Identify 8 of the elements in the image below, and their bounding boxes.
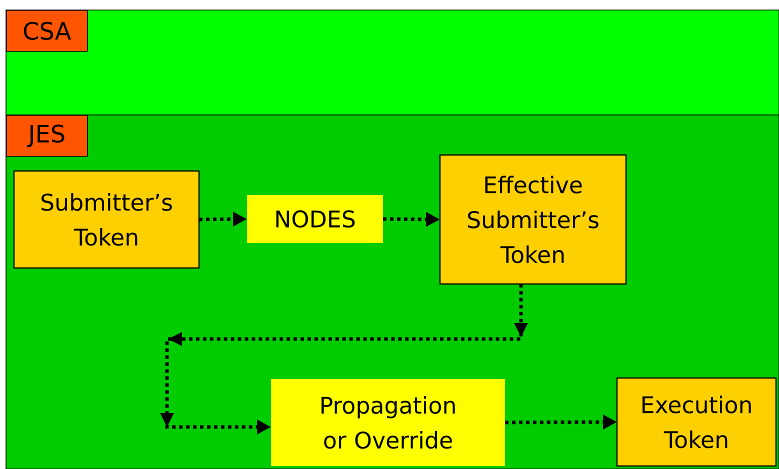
token-box: Submitter’s Token [13,170,200,269]
tab-label: JES [6,114,88,157]
swimlane-band [6,10,779,116]
process-box: NODES [247,194,383,243]
token-box: Execution Token [616,377,777,467]
process-box: Propagation or Override [271,378,505,466]
token-box: Effective Submitter’s Token [439,154,627,285]
tab-label: CSA [6,10,88,52]
